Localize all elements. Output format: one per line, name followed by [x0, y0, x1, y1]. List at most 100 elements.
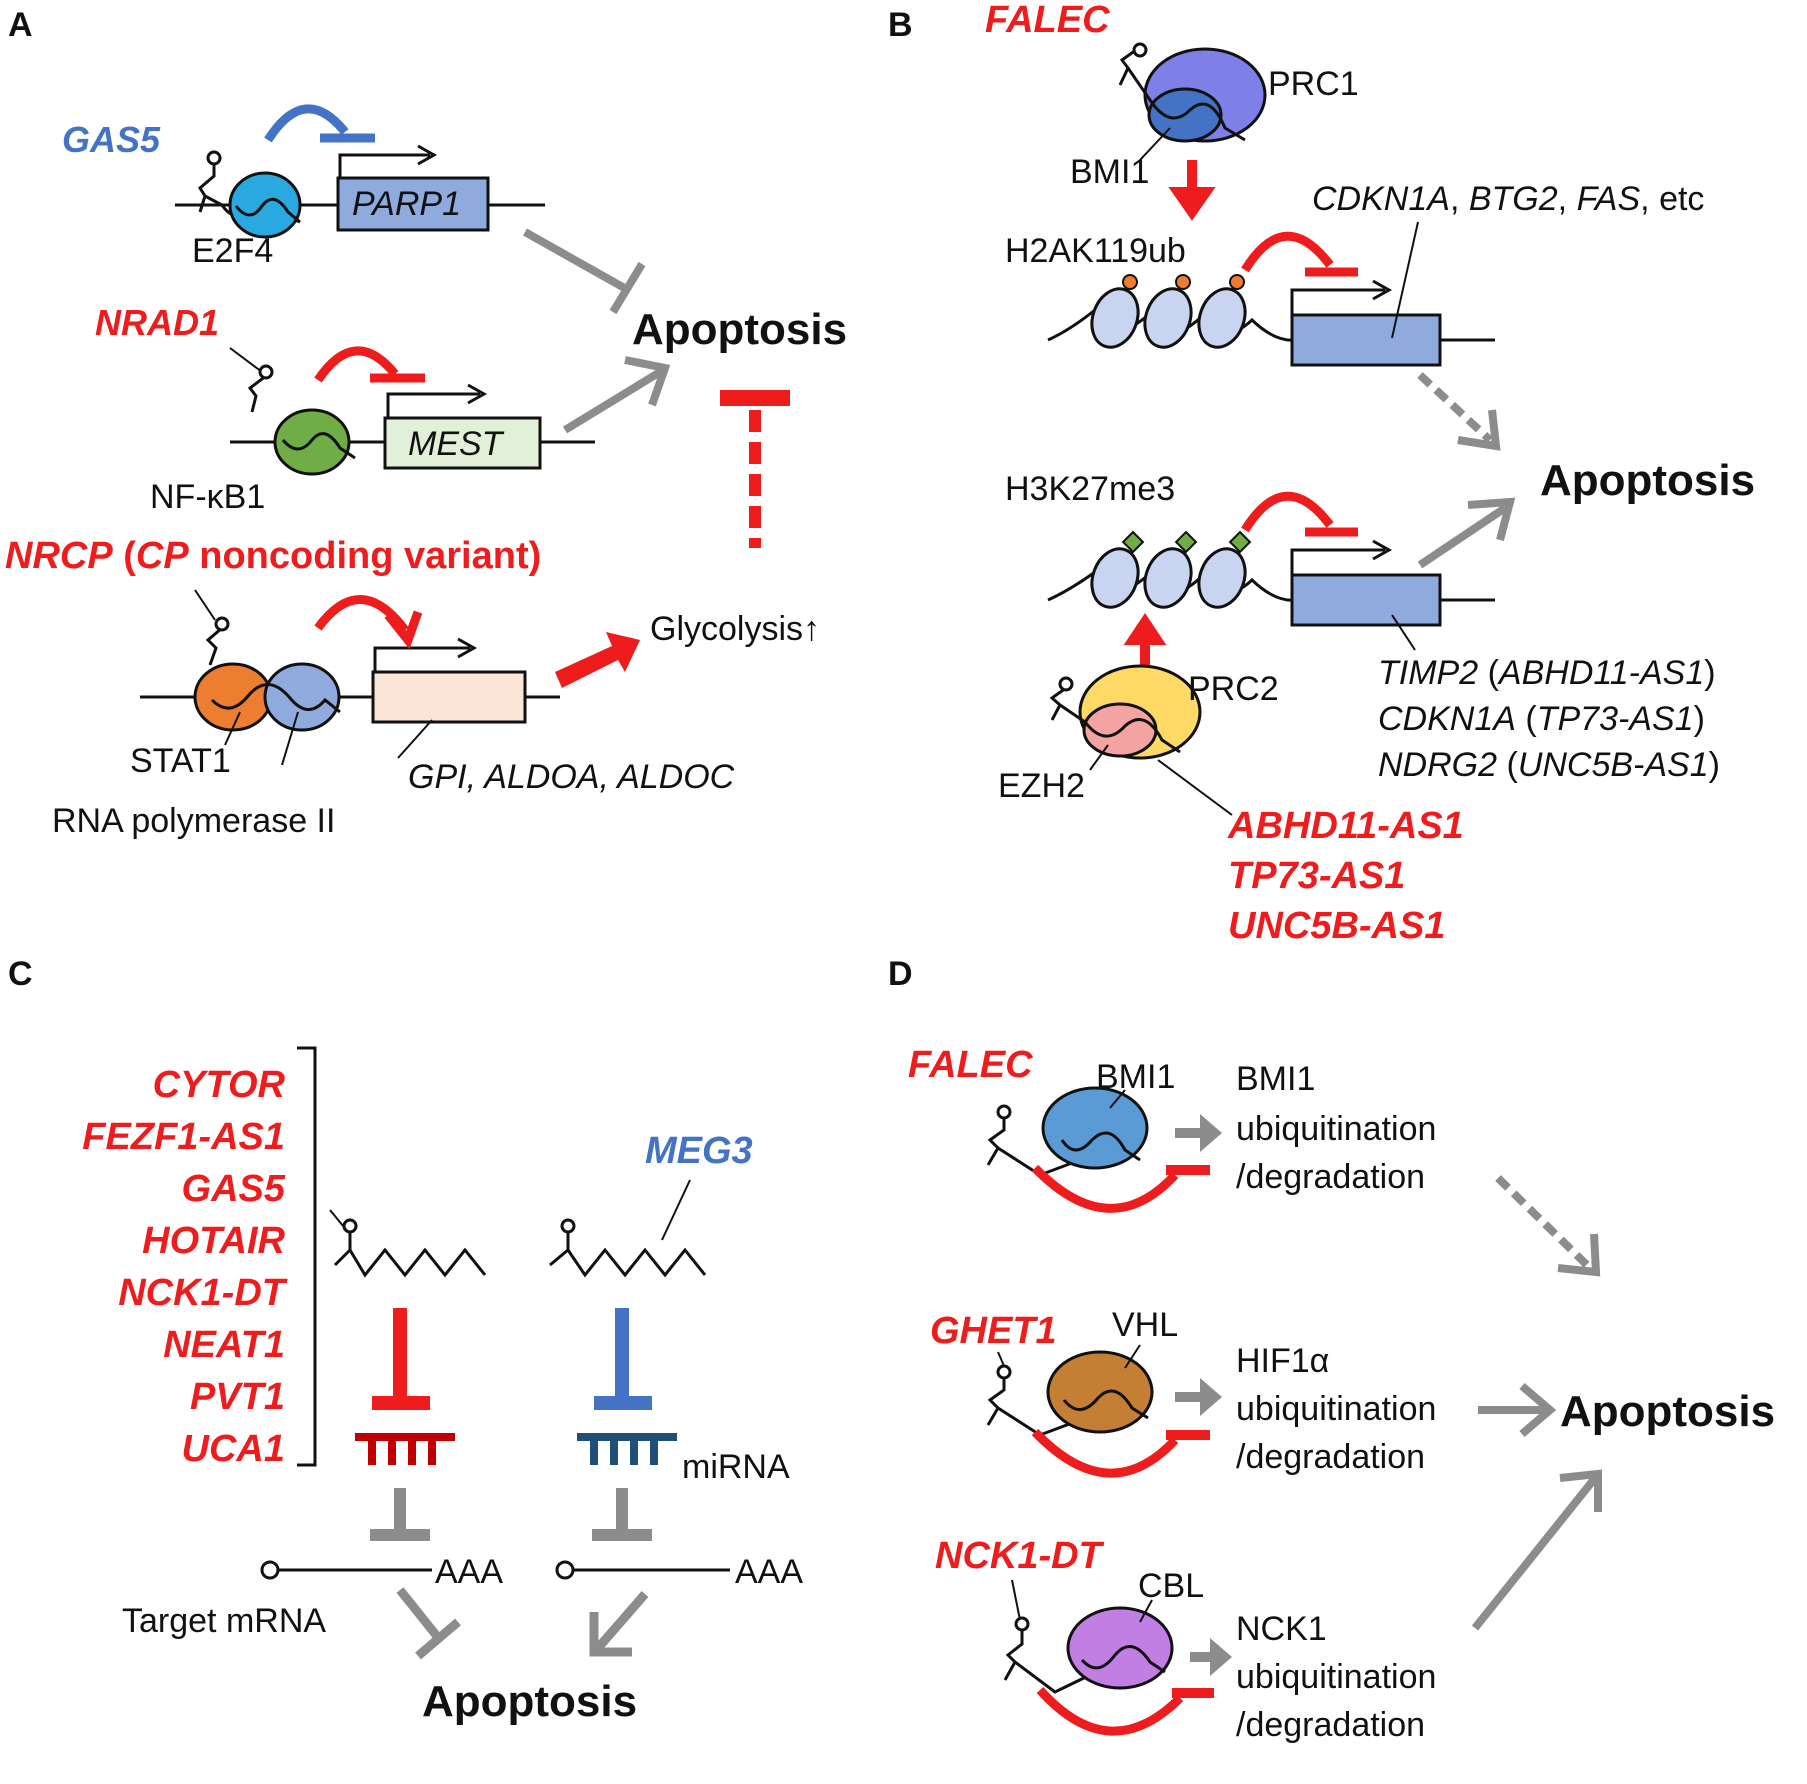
panel-b: B FALEC PRC1 BMI1 H2AK119ub CDKN1A, BTG2… [888, 0, 1755, 947]
panel-c-label: C [8, 955, 33, 993]
prc2-label: PRC2 [1188, 670, 1279, 708]
nrad1-lncrna-icon [247, 364, 274, 413]
activate-arrow-b [1417, 504, 1508, 569]
apoptosis-a: Apoptosis [632, 305, 847, 354]
repression-arc-red [314, 346, 399, 383]
target-row-2: CDKN1A (TP73-AS1) [1378, 700, 1705, 738]
row3-line1: NCK1 [1236, 1610, 1327, 1648]
tss-arrow-icon [1290, 548, 1385, 575]
nucleosomes-bottom [1047, 530, 1495, 609]
lnc-nck1dt: NCK1-DT [118, 1272, 288, 1314]
nucleosomes-top [1047, 274, 1495, 349]
parp1-label: PARP1 [352, 185, 461, 223]
repression-arc-red-2 [1241, 491, 1334, 533]
down-arrow-red [1168, 160, 1216, 221]
vhl-protein-icon [1046, 1350, 1154, 1434]
cbl-protein-icon [1066, 1606, 1174, 1690]
tss-arrow-icon [373, 646, 470, 672]
row3-line3: /degradation [1236, 1706, 1425, 1744]
row3-line2: ubiquitination [1236, 1658, 1436, 1696]
stat1-protein-icon [193, 662, 273, 732]
row1-line3: /degradation [1236, 1158, 1425, 1196]
mirna-label: miRNA [682, 1448, 790, 1486]
lnc-gas5: GAS5 [182, 1168, 286, 1210]
glycolysis-arrow [555, 632, 640, 688]
block-arrow-gray-3 [1190, 1638, 1232, 1676]
row2-line3: /degradation [1236, 1438, 1425, 1476]
panel-a-label: A [8, 6, 33, 44]
meg3-label: MEG3 [645, 1130, 753, 1172]
ezh2-label: EZH2 [998, 767, 1085, 805]
panel-d-label: D [888, 955, 913, 993]
mirna-left-icon [355, 1433, 455, 1465]
lnc-uca1: UCA1 [182, 1428, 285, 1470]
nrcp-lncrna-icon [205, 616, 230, 666]
nfkb1-label: NF-κB1 [150, 478, 265, 516]
h3k27me3-label: H3K27me3 [1005, 470, 1175, 508]
row2-line2: ubiquitination [1236, 1390, 1436, 1428]
block-arrow-gray-2 [1175, 1378, 1222, 1416]
protein-label-d-1: BMI1 [1096, 1058, 1175, 1096]
stat1-label: STAT1 [130, 742, 231, 780]
lnc-unc5b: UNC5B-AS1 [1228, 905, 1445, 947]
falec-label-b: FALEC [985, 0, 1110, 41]
bracket [297, 1046, 317, 1467]
tss-arrow-icon [1290, 288, 1385, 315]
prc1-label: PRC1 [1268, 65, 1359, 103]
target-mrna-label: Target mRNA [122, 1602, 326, 1640]
rna-polymerase-icon [263, 662, 341, 732]
bmi1-label-b: BMI1 [1070, 153, 1149, 191]
panel-a: A GAS5 E2F4 PARP1 NRAD1 NF-κB1 [5, 6, 847, 840]
lnc-fezf1: FEZF1-AS1 [82, 1116, 285, 1158]
lnc-neat1: NEAT1 [163, 1324, 285, 1366]
mirna-right-icon [577, 1433, 677, 1465]
ghet1-label: GHET1 [930, 1310, 1057, 1352]
lnc-abhd11: ABHD11-AS1 [1227, 805, 1464, 847]
prc2-lncrna-icon [1049, 676, 1074, 721]
row1-line1: BMI1 [1236, 1060, 1315, 1098]
inhibit-arc-red-1 [1031, 1164, 1179, 1213]
panel-d: D FALEC BMI1 BMI1 ubiquitination /degrad… [888, 955, 1775, 1744]
inhibit-arc-red-2 [1031, 1428, 1179, 1478]
dashed-arrow-d [1495, 1175, 1593, 1271]
panel-b-label: B [888, 6, 913, 44]
falec-lncrna-icon [1118, 42, 1148, 86]
nck1dt-lncrna-icon [1003, 1616, 1091, 1694]
protein-label-d-2: VHL [1112, 1306, 1178, 1344]
bottom-gene-box [1290, 573, 1442, 627]
aaa-right: AAA [735, 1553, 803, 1591]
mrna-cap-icon [260, 1560, 280, 1580]
nck1dt-label: NCK1-DT [935, 1535, 1105, 1577]
lnc-pvt1: PVT1 [190, 1376, 285, 1418]
e2f4-protein-icon [228, 171, 302, 239]
tss-arrow-icon [338, 153, 430, 178]
lnc-hotair: HOTAIR [142, 1220, 285, 1262]
inhibit-arc-red-3 [1036, 1686, 1184, 1736]
protein-label-d-3: CBL [1138, 1567, 1204, 1605]
e2f4-label: E2F4 [192, 232, 273, 270]
mrna-cap-icon-2 [555, 1560, 575, 1580]
h2ak119ub-label: H2AK119ub [1005, 232, 1186, 270]
lncrna-strand-icon [234, 197, 301, 224]
apoptosis-b: Apoptosis [1540, 456, 1755, 505]
lnc-list-c: CYTOR FEZF1-AS1 GAS5 HOTAIR NCK1-DT NEAT… [82, 1064, 287, 1470]
apoptosis-d: Apoptosis [1560, 1387, 1775, 1436]
lnc-tp73: TP73-AS1 [1228, 855, 1405, 897]
glycolysis-genes-label: GPI, ALDOA, ALDOC [408, 758, 735, 796]
aaa-left: AAA [435, 1553, 503, 1591]
activate-arrow-c [594, 1591, 649, 1651]
activate-arrow-d-3 [1471, 1475, 1599, 1631]
glycolysis-label: Glycolysis↑ [650, 610, 820, 648]
top-gene-box [1290, 313, 1442, 367]
parp1-gene-box [336, 176, 490, 232]
falec-label-d: FALEC [908, 1044, 1033, 1086]
dashed-arrow-to-apoptosis [1417, 372, 1493, 443]
repression-arc-blue [264, 104, 349, 143]
block-arrow-gray-1 [1175, 1114, 1222, 1152]
lncrna-right-icon [549, 1218, 707, 1278]
row1-line2: ubiquitination [1236, 1110, 1436, 1148]
nrcp-label: NRCP (CP noncoding variant) [5, 535, 541, 577]
target-row-1: TIMP2 (ABHD11-AS1) [1378, 654, 1716, 692]
